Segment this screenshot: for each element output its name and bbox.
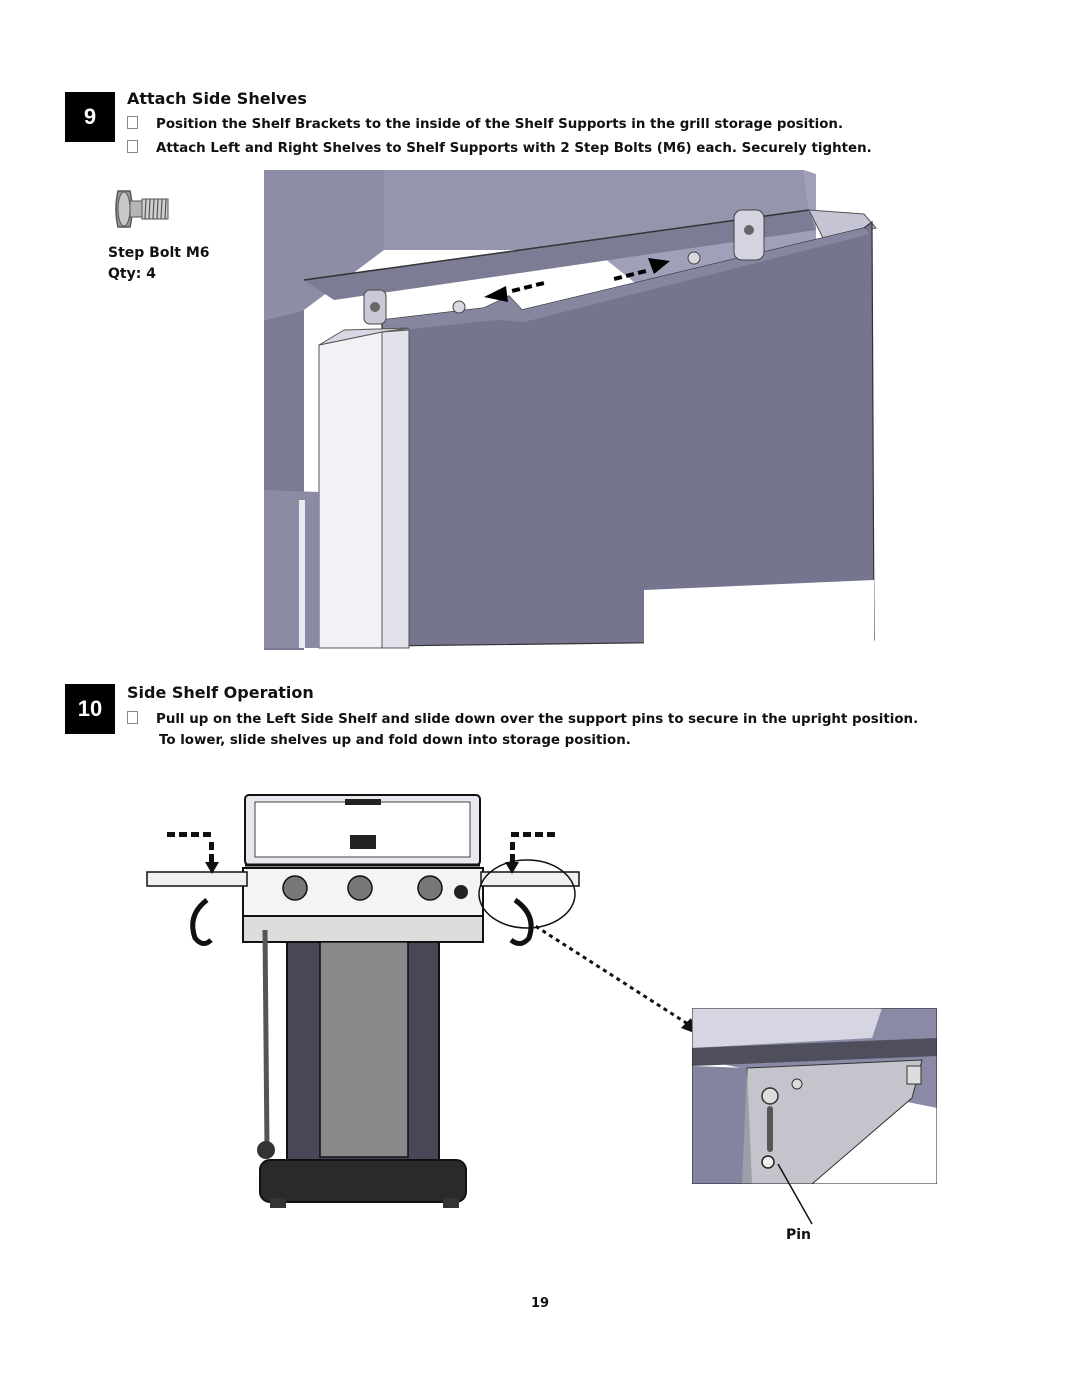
pin-pointer: [777, 1163, 813, 1225]
step-bolt-qty: Qty: 4: [108, 266, 156, 282]
step-bolt-icon: [115, 190, 169, 228]
shelf-attachment-illustration: [264, 170, 878, 650]
step-10-title: Side Shelf Operation: [127, 683, 314, 702]
step-10-bullet-1: Pull up on the Left Side Shelf and slide…: [127, 711, 918, 727]
grill-illustration: [146, 794, 580, 1208]
bullet-box-icon: [127, 140, 138, 153]
callout-connector: [528, 920, 697, 1034]
step-9-badge: 9: [65, 92, 115, 142]
step-bolt-label: Step Bolt M6: [108, 245, 210, 261]
bullet-box-icon: [127, 711, 138, 724]
step-10-badge: 10: [65, 684, 115, 734]
step-9-bullet-2: Attach Left and Right Shelves to Shelf S…: [127, 140, 872, 156]
step-10-continuation: To lower, slide shelves up and fold down…: [159, 733, 631, 748]
page-number: 19: [531, 1296, 550, 1311]
bullet-box-icon: [127, 116, 138, 129]
step-9-title: Attach Side Shelves: [127, 89, 307, 108]
pin-label: Pin: [786, 1227, 812, 1243]
pin-detail-illustration: [692, 1008, 937, 1184]
step-9-bullet-1: Position the Shelf Brackets to the insid…: [127, 116, 843, 132]
